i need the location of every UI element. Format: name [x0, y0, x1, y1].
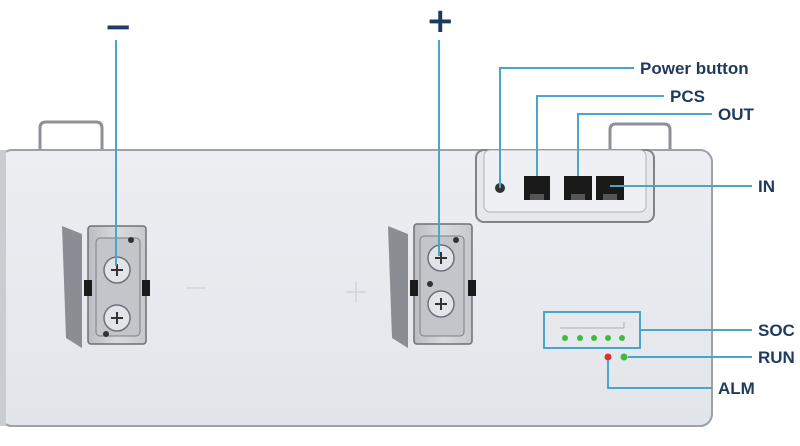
soc-led-1 [562, 335, 568, 341]
out-label: OUT [718, 105, 754, 124]
out-leader [577, 113, 712, 176]
positive-terminal [388, 223, 476, 348]
pcs-leader [536, 95, 664, 176]
handle-left [38, 120, 104, 152]
pcs-label: PCS [670, 87, 705, 106]
in-label: IN [758, 177, 775, 196]
positive-sign: + [426, 1, 455, 41]
handle-right [608, 122, 672, 152]
power-button-label: Power button [640, 59, 749, 78]
negative-terminal [62, 225, 150, 348]
power-button-leader [499, 67, 634, 188]
run-led [620, 353, 628, 361]
negative-sign: − [104, 7, 133, 47]
out-port[interactable] [564, 176, 592, 200]
leader-lines [115, 40, 752, 389]
soc-led-3 [591, 335, 597, 341]
soc-led-2 [577, 335, 583, 341]
soc-led-4 [605, 335, 611, 341]
pcs-port[interactable] [524, 176, 550, 200]
alm-label: ALM [718, 379, 755, 398]
alm-led [604, 353, 612, 361]
run-label: RUN [758, 348, 795, 367]
alm-leader [607, 360, 712, 389]
soc-label: SOC [758, 321, 795, 340]
in-port[interactable] [596, 176, 624, 200]
positive-engraving [346, 282, 366, 302]
soc-led-5 [619, 335, 625, 341]
